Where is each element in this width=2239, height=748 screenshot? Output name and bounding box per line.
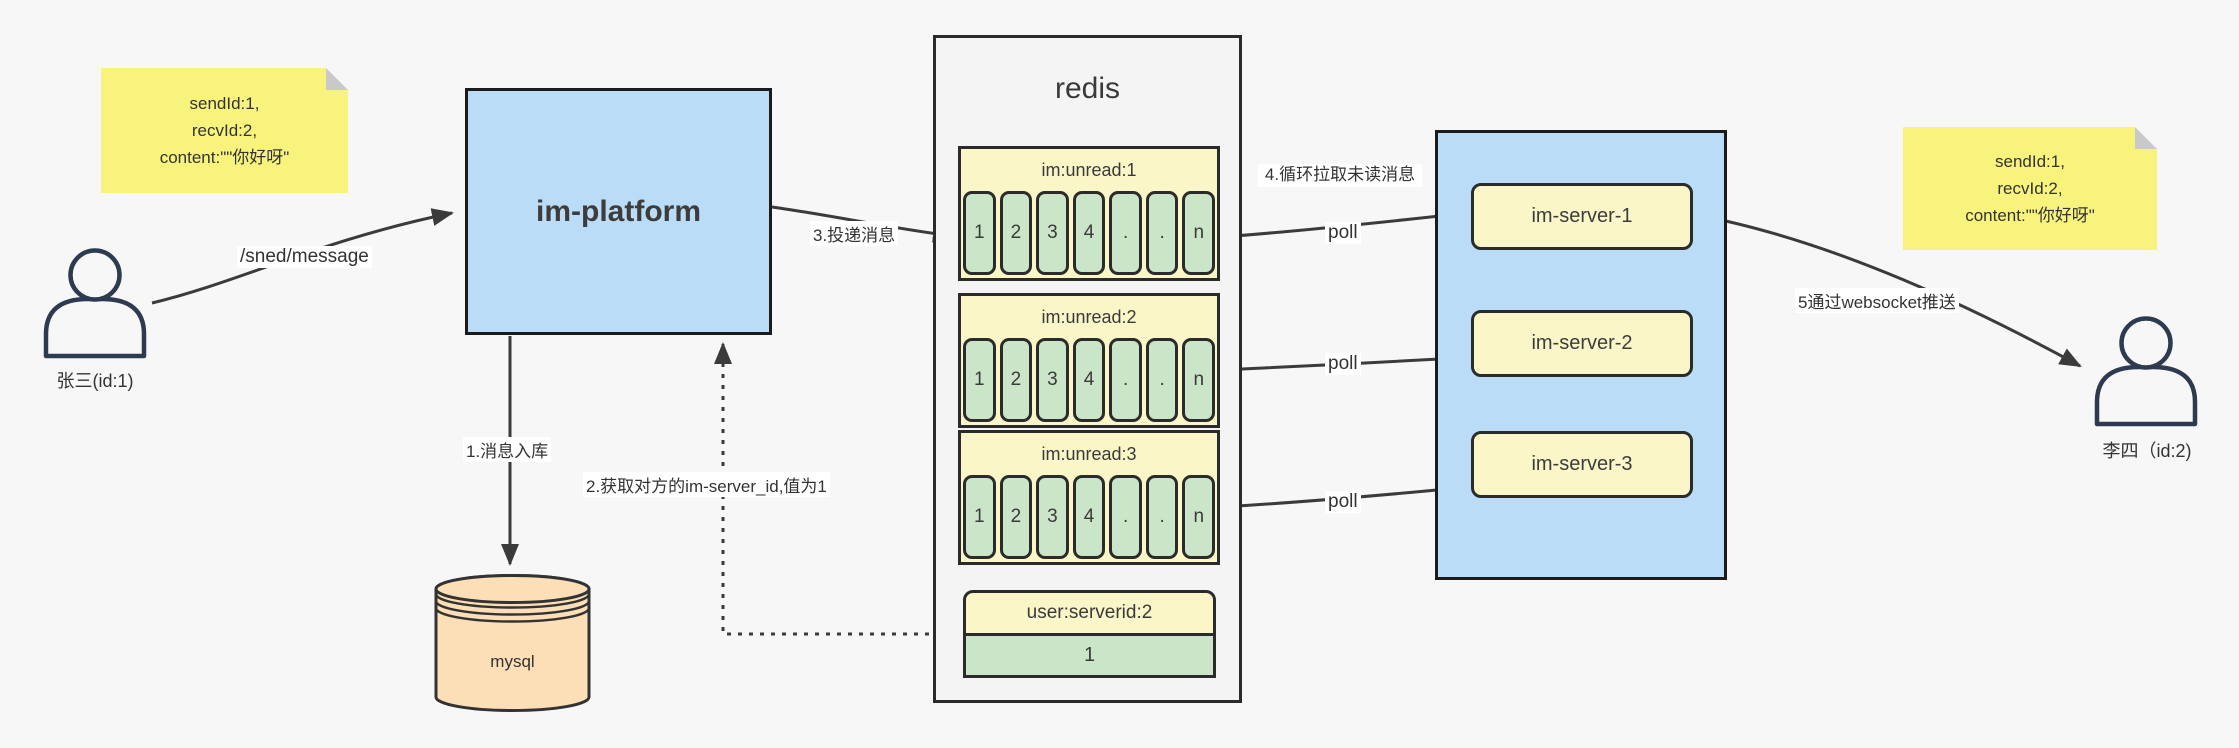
im-server-container: im-server-1 im-server-2 im-server-3 — [1435, 130, 1727, 580]
edge-fetch-serverid-dotted — [714, 342, 962, 636]
queue-cell: n — [1182, 475, 1216, 559]
queue-cell: 3 — [1036, 191, 1069, 275]
queue-im-unread-2: im:unread:2 1 2 3 4 . . n — [958, 293, 1220, 428]
queue-cell: 1 — [963, 475, 996, 559]
kv-header: user:serverid:2 — [963, 590, 1216, 636]
note-line: content:""你好呀" — [1965, 206, 2095, 226]
edge-label-deliver: 3.投递消息 — [810, 221, 899, 246]
note-line: recvId:2, — [1997, 178, 2063, 198]
note-line: sendId:1, — [189, 93, 260, 113]
queue-cell: 4 — [1072, 338, 1106, 422]
edge-websocket-push — [1690, 212, 2082, 368]
redis-container: redis im:unread:1 1 2 3 4 . . n im:unrea… — [933, 35, 1242, 703]
queue-header: im:unread:3 — [1041, 443, 1137, 464]
im-server-1-node: im-server-1 — [1471, 183, 1693, 250]
queue-cell: n — [1182, 338, 1216, 422]
im-server-2-node: im-server-2 — [1471, 310, 1693, 377]
sticky-note-pushed-message: sendId:1, recvId:2, content:""你好呀" — [1903, 127, 2157, 250]
kv-user-serverid: user:serverid:2 1 — [963, 590, 1216, 678]
queue-cell: 4 — [1072, 191, 1106, 275]
queue-cell: 3 — [1036, 338, 1069, 422]
queue-cells: 1 2 3 4 . . n — [961, 475, 1217, 559]
mysql-cylinder-icon — [434, 574, 591, 712]
queue-cells: 1 2 3 4 . . n — [961, 338, 1217, 422]
queue-cell: 1 — [963, 338, 996, 422]
mysql-label: mysql — [490, 652, 535, 671]
queue-cell: . — [1109, 475, 1142, 559]
queue-cells: 1 2 3 4 . . n — [961, 191, 1217, 275]
queue-cell: 2 — [999, 191, 1033, 275]
edge-label-store: 1.消息入库 — [463, 437, 552, 462]
queue-header: im:unread:2 — [1041, 306, 1137, 327]
receiver-label: 李四（id:2) — [2102, 441, 2192, 461]
fold-corner-icon — [326, 68, 348, 90]
im-platform-node: im-platform — [465, 88, 772, 335]
queue-cell: 2 — [999, 338, 1033, 422]
queue-cell: . — [1145, 475, 1179, 559]
edge-label-poll-3: poll — [1325, 491, 1361, 513]
queue-cell: 1 — [963, 191, 996, 275]
im-platform-label: im-platform — [536, 194, 701, 228]
queue-cell: n — [1182, 191, 1216, 275]
im-server-3-node: im-server-3 — [1471, 431, 1693, 498]
edge-label-send: /sned/message — [237, 246, 372, 268]
note-line: content:""你好呀" — [159, 148, 290, 168]
edge-label-poll-2: poll — [1325, 353, 1361, 375]
edge-label-pull: 4.循环拉取未读消息 — [1258, 164, 1422, 187]
queue-im-unread-3: im:unread:3 1 2 3 4 . . n — [958, 430, 1220, 565]
queue-im-unread-1: im:unread:1 1 2 3 4 . . n — [958, 146, 1220, 281]
user-icon-receiver — [2094, 316, 2198, 427]
queue-header: im:unread:1 — [1041, 159, 1137, 180]
edge-label-poll-1: poll — [1325, 222, 1361, 244]
queue-cell: 3 — [1036, 475, 1069, 559]
queue-cell: . — [1145, 338, 1179, 422]
queue-cell: 2 — [999, 475, 1033, 559]
sticky-note-request: sendId:1, recvId:2, content:""你好呀" — [101, 68, 348, 193]
user-icon-sender — [43, 248, 147, 359]
queue-cell: 4 — [1072, 475, 1106, 559]
queue-cell: . — [1109, 191, 1142, 275]
edge-label-fetch: 2.获取对方的im-server_id,值为1 — [583, 472, 830, 497]
sender-label: 张三(id:1) — [56, 371, 134, 391]
kv-value: 1 — [963, 633, 1216, 678]
redis-title: redis — [1054, 72, 1121, 105]
note-line: recvId:2, — [191, 120, 258, 140]
queue-cell: . — [1109, 338, 1142, 422]
queue-cell: . — [1145, 191, 1179, 275]
edge-label-push: 5通过websocket推送 — [1795, 288, 1959, 313]
note-line: sendId:1, — [1995, 151, 2065, 171]
fold-corner-icon — [2135, 127, 2157, 149]
